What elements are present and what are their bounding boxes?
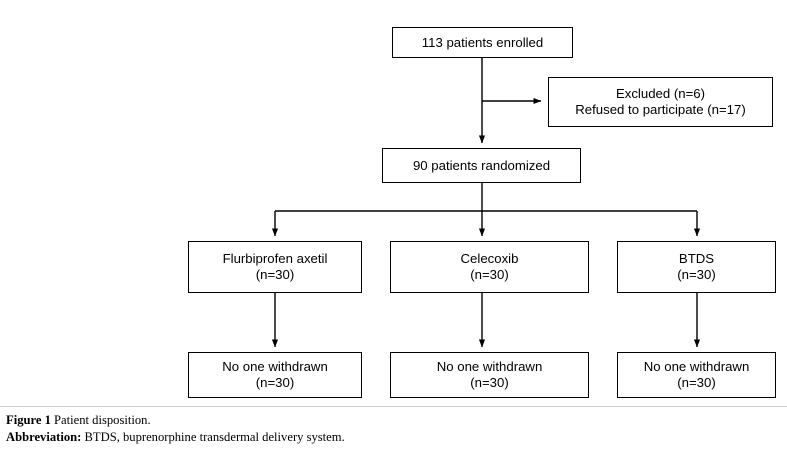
caption-title-row: Figure 1 Patient disposition. xyxy=(6,412,776,429)
node-enrolled: 113 patients enrolled xyxy=(392,27,573,58)
node-withdrawn-3-line-2: (n=30) xyxy=(677,375,716,390)
node-withdrawn-2-line-2: (n=30) xyxy=(470,375,509,390)
flowchart-diagram: 113 patients enrolled Excluded (n=6) Ref… xyxy=(188,27,776,398)
node-excluded-line-1: Excluded (n=6) xyxy=(615,86,706,101)
node-excluded: Excluded (n=6) Refused to participate (n… xyxy=(548,77,773,127)
node-withdrawn-btds: No one withdrawn (n=30) xyxy=(617,352,776,398)
node-arm-1-line-1: Flurbiprofen axetil xyxy=(222,251,328,266)
node-arm-3-line-1: BTDS xyxy=(678,251,715,266)
node-withdrawn-1-line-1: No one withdrawn xyxy=(222,359,328,374)
caption-figure-text: Patient disposition. xyxy=(54,413,151,427)
node-enrolled-line-1: 113 patients enrolled xyxy=(421,34,544,50)
node-arm-flurbiprofen-axetil: Flurbiprofen axetil (n=30) xyxy=(188,241,362,293)
node-withdrawn-flurbiprofen-axetil: No one withdrawn (n=30) xyxy=(188,352,362,398)
node-arm-3-line-2: (n=30) xyxy=(677,267,716,282)
node-withdrawn-2-line-1: No one withdrawn xyxy=(436,359,543,374)
caption-figure-label: Figure 1 xyxy=(6,413,51,427)
flowchart-connectors xyxy=(271,58,701,348)
node-randomized: 90 patients randomized xyxy=(382,148,581,183)
node-arm-2-line-2: (n=30) xyxy=(470,267,509,282)
node-excluded-line-2: Refused to participate (n=17) xyxy=(575,102,746,117)
figure-caption: Figure 1 Patient disposition. Abbreviati… xyxy=(6,412,776,445)
node-arm-2-line-1: Celecoxib xyxy=(460,251,519,266)
node-withdrawn-1-line-2: (n=30) xyxy=(255,375,295,390)
caption-divider xyxy=(0,406,787,407)
node-randomized-line-1: 90 patients randomized xyxy=(412,157,551,173)
node-arm-1-line-2: (n=30) xyxy=(255,267,295,282)
caption-abbreviation-text: BTDS, buprenorphine transdermal delivery… xyxy=(84,429,345,444)
node-withdrawn-3-line-1: No one withdrawn xyxy=(643,359,750,374)
node-withdrawn-celecoxib: No one withdrawn (n=30) xyxy=(390,352,589,398)
node-arm-btds: BTDS (n=30) xyxy=(617,241,776,293)
node-arm-celecoxib: Celecoxib (n=30) xyxy=(390,241,589,293)
caption-abbreviation-label: Abbreviation: xyxy=(6,429,82,444)
caption-abbreviation-row: Abbreviation: BTDS, buprenorphine transd… xyxy=(6,429,776,446)
